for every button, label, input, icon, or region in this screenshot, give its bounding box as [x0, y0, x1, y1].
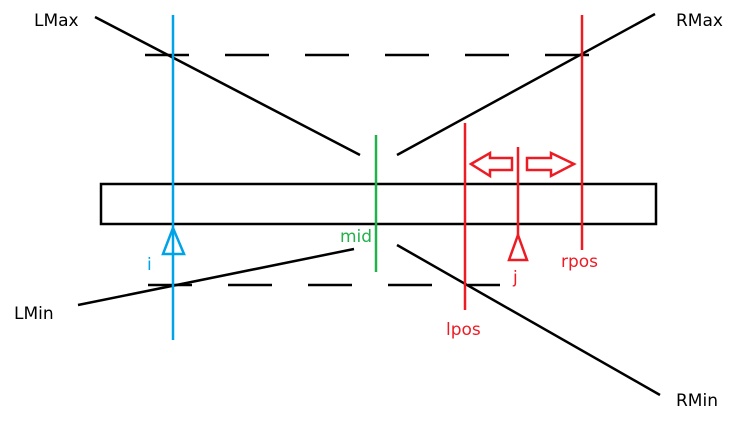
lmax-line [94, 15, 361, 157]
rmin-label: RMin [676, 391, 718, 411]
j-label: j [512, 268, 518, 288]
lmin-line [77, 247, 355, 307]
rmax-line [396, 12, 656, 157]
lpos-label: lpos [446, 320, 481, 340]
rmin-line [396, 243, 661, 397]
mid-label: mid [340, 227, 372, 247]
j-up-arrow-icon [507, 231, 529, 262]
rmax-label: RMax [676, 11, 723, 31]
lmax-label: LMax [34, 11, 79, 31]
array-bar [99, 182, 658, 226]
left-arrow-icon [468, 150, 514, 179]
right-arrow-icon [525, 151, 577, 179]
i-label: i [147, 255, 152, 275]
rpos-label: rpos [561, 252, 598, 272]
lmin-label: LMin [14, 304, 54, 324]
